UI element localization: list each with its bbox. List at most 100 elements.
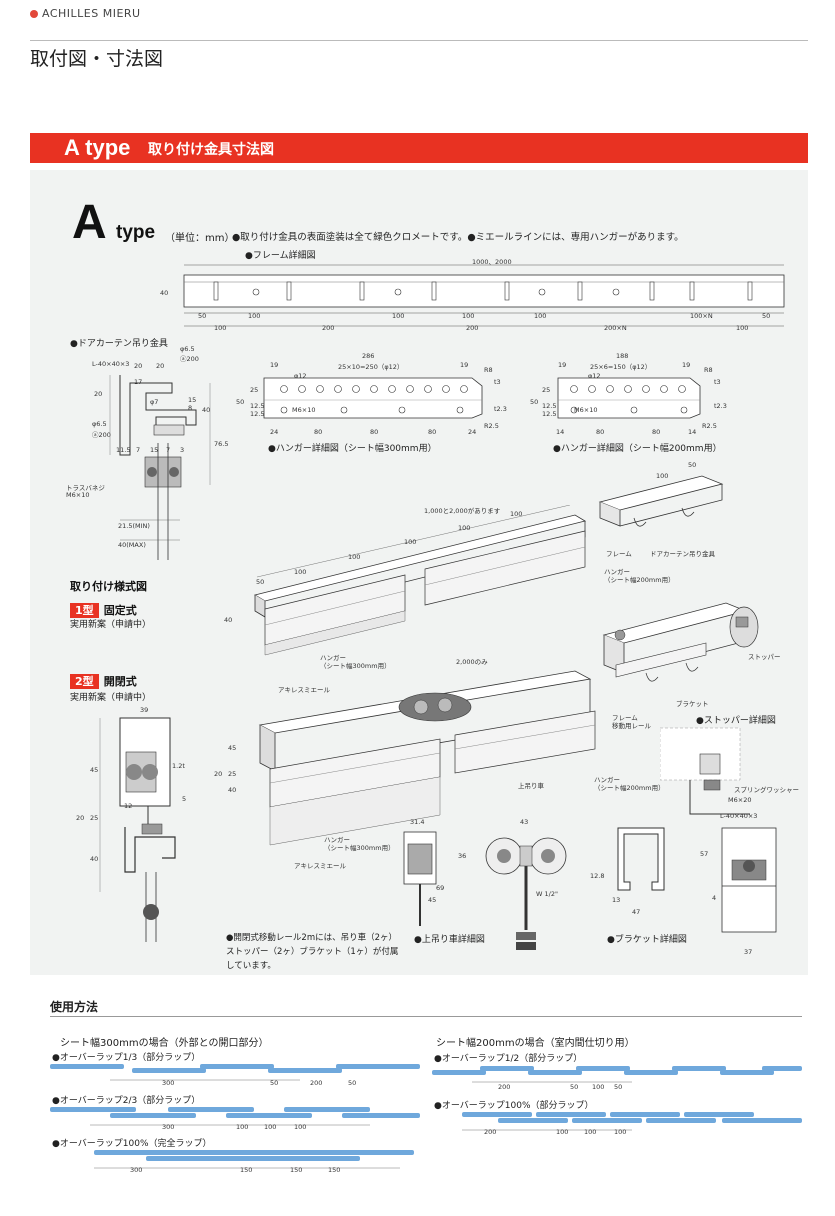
door-dim: 20 bbox=[134, 362, 143, 370]
span-dim: 100 bbox=[404, 538, 417, 546]
h300-side: 12.5 bbox=[250, 402, 265, 410]
usage-right-title: シート幅200mmの場合（室内間仕切り用） bbox=[436, 1038, 635, 1049]
h200-r8: R8 bbox=[704, 366, 713, 374]
h200-t3: t3 bbox=[714, 378, 721, 386]
door-fitting-diagram bbox=[109, 375, 211, 560]
span-dim: 50 bbox=[256, 578, 265, 586]
span-note: 1,000と2,000があります bbox=[424, 507, 501, 515]
usage-dim: 100 bbox=[556, 1128, 569, 1136]
stopper-detail-diagram bbox=[660, 727, 750, 815]
type1-name: 固定式 bbox=[103, 604, 137, 617]
usage-l2: ●オーバーラップ2/3（部分ラップ） bbox=[52, 1096, 201, 1106]
frame-diagram bbox=[183, 264, 785, 327]
stopper-iso bbox=[602, 602, 759, 682]
usage-left-title: シート幅300mmの場合（外部との開口部分） bbox=[60, 1038, 269, 1049]
h200-pitch: 25×6=150（φ12） bbox=[590, 363, 652, 371]
door-title: ●ドアカーテン吊り金具 bbox=[70, 339, 168, 349]
h200-side: 25 bbox=[542, 386, 551, 394]
sheet-diagram-l3 bbox=[94, 1150, 414, 1169]
hanger3-sub: （シート幅300mm用） bbox=[324, 844, 395, 852]
h300-r8: R8 bbox=[484, 366, 493, 374]
sheet-diagram-r1 bbox=[432, 1066, 802, 1083]
h300-width: 286 bbox=[362, 352, 375, 360]
usage-dim: 50 bbox=[270, 1079, 279, 1087]
usage-dim: 100 bbox=[264, 1123, 277, 1131]
usage-dim: 150 bbox=[290, 1166, 303, 1174]
h200-bolt: M6×10 bbox=[574, 406, 598, 414]
h300-r25: R2.5 bbox=[484, 422, 499, 430]
h300-hole: φ12 bbox=[294, 372, 307, 380]
usage-l3: ●オーバーラップ100%（完全ラップ） bbox=[52, 1139, 212, 1149]
h300-top: 19 bbox=[460, 361, 469, 369]
bolt-label: トラスバネジ bbox=[66, 484, 105, 492]
side2-width: 39 bbox=[140, 706, 149, 714]
type2-dim: 25 bbox=[228, 770, 237, 778]
hanger300-label: ハンガー bbox=[320, 654, 346, 662]
span-dim: 100 bbox=[348, 553, 361, 561]
mount-dim: 40 bbox=[224, 616, 233, 624]
brand-label: ACHILLES MIERU bbox=[30, 7, 141, 20]
door-d2b: ⓐ200 bbox=[92, 431, 111, 439]
hanger2: ハンガー bbox=[594, 776, 620, 784]
usage-dim: 100 bbox=[236, 1123, 249, 1131]
usage-dim: 100 bbox=[592, 1083, 605, 1091]
h300-t3: t3 bbox=[494, 378, 501, 386]
hanger300-diagram bbox=[263, 377, 483, 419]
usage-dim: 300 bbox=[162, 1079, 175, 1087]
type2-dim: 40 bbox=[228, 786, 237, 794]
h300-bottom: 24 bbox=[468, 428, 477, 436]
h300-bottom: 80 bbox=[314, 428, 323, 436]
bracket-detail-diagram bbox=[617, 827, 665, 891]
door-dim: 7 bbox=[166, 446, 171, 454]
door-min: 21.5(MIN) bbox=[118, 522, 150, 530]
side2-dim: 1.2t bbox=[172, 762, 185, 770]
h300-bottom: 80 bbox=[370, 428, 379, 436]
type1-tag: 1型 bbox=[70, 603, 99, 618]
usage-dim: 200 bbox=[498, 1083, 511, 1091]
frame-title: ●フレーム詳細図 bbox=[245, 251, 316, 261]
door-max: 40(MAX) bbox=[118, 541, 146, 549]
usage-r2: ●オーバーラップ100%（部分ラップ） bbox=[434, 1101, 594, 1111]
span-dim: 100 bbox=[294, 568, 307, 576]
door-dim: 8 bbox=[188, 404, 193, 412]
door-angle: L-40×40×3 bbox=[92, 360, 130, 368]
type2-patent: 実用新案（申請中） bbox=[70, 693, 152, 703]
door-dim: 3 bbox=[180, 446, 185, 454]
sheet-diagram-l2 bbox=[50, 1107, 420, 1126]
type2-dim: 20 bbox=[214, 770, 223, 778]
roller-dim: 69 bbox=[436, 884, 445, 892]
roller-dim: 43 bbox=[520, 818, 529, 826]
usage-dim: 100 bbox=[294, 1123, 307, 1131]
frame-dim: 50 bbox=[198, 312, 207, 320]
h200-width: 188 bbox=[616, 352, 629, 360]
frame-height: 40 bbox=[160, 289, 169, 297]
h300-bolt: M6×10 bbox=[292, 406, 316, 414]
h300-bottom: 80 bbox=[428, 428, 437, 436]
frame-dim: 100 bbox=[534, 312, 547, 320]
door-d2: φ6.5 bbox=[92, 420, 107, 428]
door-d1: φ6.5 bbox=[180, 345, 195, 353]
side2-dim: 40 bbox=[90, 855, 99, 863]
roller-detail-diagram bbox=[403, 831, 567, 950]
door-dim: φ7 bbox=[150, 398, 159, 406]
hanger200-diagram bbox=[557, 377, 701, 419]
type1-diagram bbox=[253, 505, 587, 656]
door-dim: 20 bbox=[94, 390, 103, 398]
bracket-section-diagram bbox=[721, 827, 777, 933]
usage-l1: ●オーバーラップ1/3（部分ラップ） bbox=[52, 1053, 201, 1063]
usage-dim: 100 bbox=[584, 1128, 597, 1136]
banner-type-label: A type bbox=[64, 135, 131, 160]
unit-label: （単位：mm） bbox=[165, 233, 235, 244]
door-dim: 40 bbox=[202, 406, 211, 414]
h300-caption: ●ハンガー詳細図（シート幅300mm用） bbox=[268, 444, 437, 454]
page-title: 取付図・寸法図 bbox=[30, 48, 164, 70]
hanger300-sub: （シート幅300mm用） bbox=[320, 662, 391, 670]
usage-title: 使用方法 bbox=[50, 1000, 99, 1014]
big-letter: A bbox=[72, 196, 107, 249]
achilles-label: アキレスミエール bbox=[278, 686, 330, 694]
type2-tag: 2型 bbox=[70, 674, 99, 689]
h200-bottom: 14 bbox=[556, 428, 565, 436]
h200-hole: φ12 bbox=[588, 372, 601, 380]
coating-note: ●取り付け金具の表面塗装は全て緑色クロメートです。●ミエールラインには、専用ハン… bbox=[232, 232, 684, 243]
side-section-diagram bbox=[99, 717, 176, 942]
